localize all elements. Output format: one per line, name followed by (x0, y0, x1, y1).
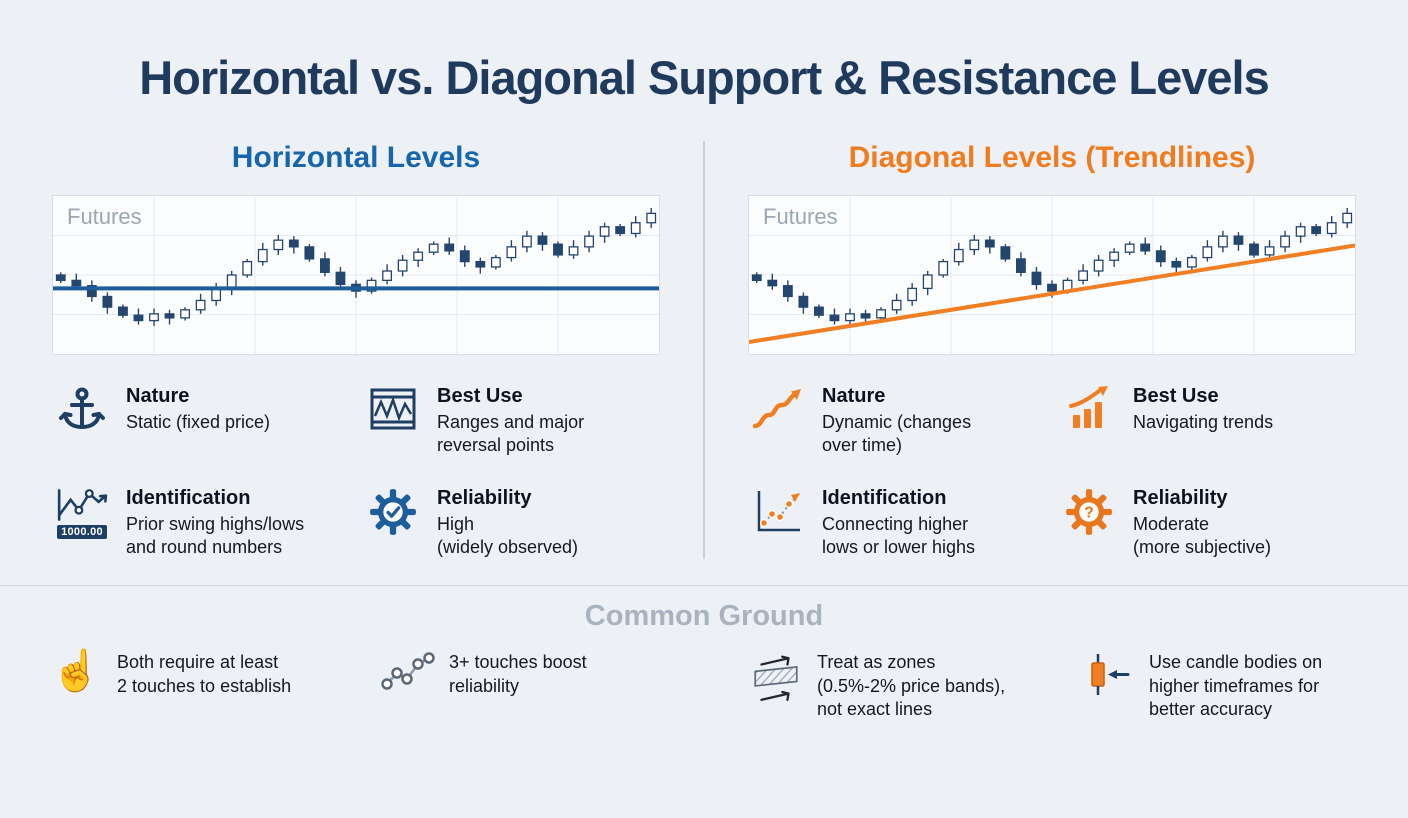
common-item-text: Treat as zones (0.5%-2% price bands), no… (817, 652, 1006, 719)
common-ground-row: ☝ Both require at least 2 touches to est… (0, 651, 1408, 721)
horizontal-chart-panel: Futures (52, 195, 660, 355)
feature-bestuse-right: Best Use Navigating trends (1059, 385, 1356, 457)
feature-desc: Moderate (more subjective) (1133, 514, 1272, 558)
common-item-reliability: 3+ touches boost reliability (380, 651, 748, 721)
feature-desc: Connecting higher lows or lower highs (822, 514, 976, 558)
feature-desc: Static (fixed price) (126, 412, 271, 432)
feature-bestuse-left: Best Use Ranges and major reversal point… (363, 385, 660, 457)
candlestick-chart-diagonal (749, 196, 1355, 354)
common-item-text: Both require at least 2 touches to estab… (117, 652, 292, 696)
feature-identification-left: 1000.00 Identification Prior swing highs… (52, 487, 349, 559)
feature-reliability-right: ? Reliability Moderate (more subjective) (1059, 487, 1356, 559)
swing-levels-icon: 1000.00 (52, 487, 112, 540)
trend-arrow-icon (748, 385, 808, 433)
diagonal-levels-column: Diagonal Levels (Trendlines) Futures Nat… (748, 141, 1356, 559)
feature-desc: Dynamic (changes over time) (822, 412, 972, 456)
chart-label: Futures (763, 204, 838, 229)
feature-reliability-left: Reliability High (widely observed) (363, 487, 660, 559)
feature-title: Reliability (437, 487, 532, 510)
gear-check-icon (363, 487, 423, 537)
comparison-columns: Horizontal Levels Futures (52, 141, 1356, 560)
zone-band-icon (748, 651, 804, 705)
feature-title: Nature (126, 385, 190, 407)
diagonal-chart-panel: Futures (748, 195, 1356, 355)
infographic-page: Horizontal vs. Diagonal Support & Resist… (0, 50, 1408, 818)
candle-body-icon (1080, 651, 1136, 699)
feature-nature-right: Nature Dynamic (changes over time) (748, 385, 1045, 457)
bars-arrow-icon (1059, 385, 1119, 433)
feature-title: Identification (822, 487, 947, 510)
horizontal-levels-column: Horizontal Levels Futures (52, 141, 660, 559)
common-item-text: Use candle bodies on higher timeframes f… (1149, 652, 1323, 719)
right-features: Nature Dynamic (changes over time) (748, 385, 1356, 559)
common-item-touches: ☝ Both require at least 2 touches to est… (48, 651, 380, 721)
page-title: Horizontal vs. Diagonal Support & Resist… (139, 51, 1270, 104)
section-divider (0, 585, 1408, 587)
tap-hand-icon: ☝ (51, 649, 101, 694)
question-mark: ? (1084, 505, 1094, 522)
chart-label: Futures (67, 204, 142, 229)
price-level-label: 1000.00 (57, 525, 107, 540)
range-chart-icon (363, 385, 423, 433)
dotted-chart-icon (748, 487, 808, 535)
common-item-text: 3+ touches boost reliability (449, 652, 587, 696)
left-column-heading: Horizontal Levels (231, 141, 481, 174)
feature-desc: High (widely observed) (437, 514, 579, 558)
common-ground-heading: Common Ground (584, 600, 824, 633)
feature-title: Best Use (1133, 385, 1219, 407)
feature-desc: Navigating trends (1133, 412, 1274, 432)
feature-desc: Prior swing highs/lows and round numbers (126, 514, 305, 558)
touch-points-icon (380, 651, 436, 693)
anchor-icon (52, 385, 112, 433)
feature-nature-left: Nature Static (fixed price) (52, 385, 349, 457)
common-item-candle-bodies: Use candle bodies on higher timeframes f… (1080, 651, 1408, 721)
feature-identification-right: Identification Connecting higher lows or… (748, 487, 1045, 559)
left-features: Nature Static (fixed price) (52, 385, 660, 559)
feature-title: Reliability (1133, 487, 1228, 510)
feature-title: Nature (822, 385, 886, 407)
feature-title: Best Use (437, 385, 523, 407)
feature-title: Identification (126, 487, 251, 510)
feature-desc: Ranges and major reversal points (437, 412, 585, 456)
gear-question-icon: ? (1059, 487, 1119, 537)
right-column-heading: Diagonal Levels (Trendlines) (848, 141, 1256, 174)
common-item-zones: Treat as zones (0.5%-2% price bands), no… (748, 651, 1080, 721)
column-divider (703, 141, 705, 560)
candlestick-chart-horizontal (53, 196, 659, 354)
